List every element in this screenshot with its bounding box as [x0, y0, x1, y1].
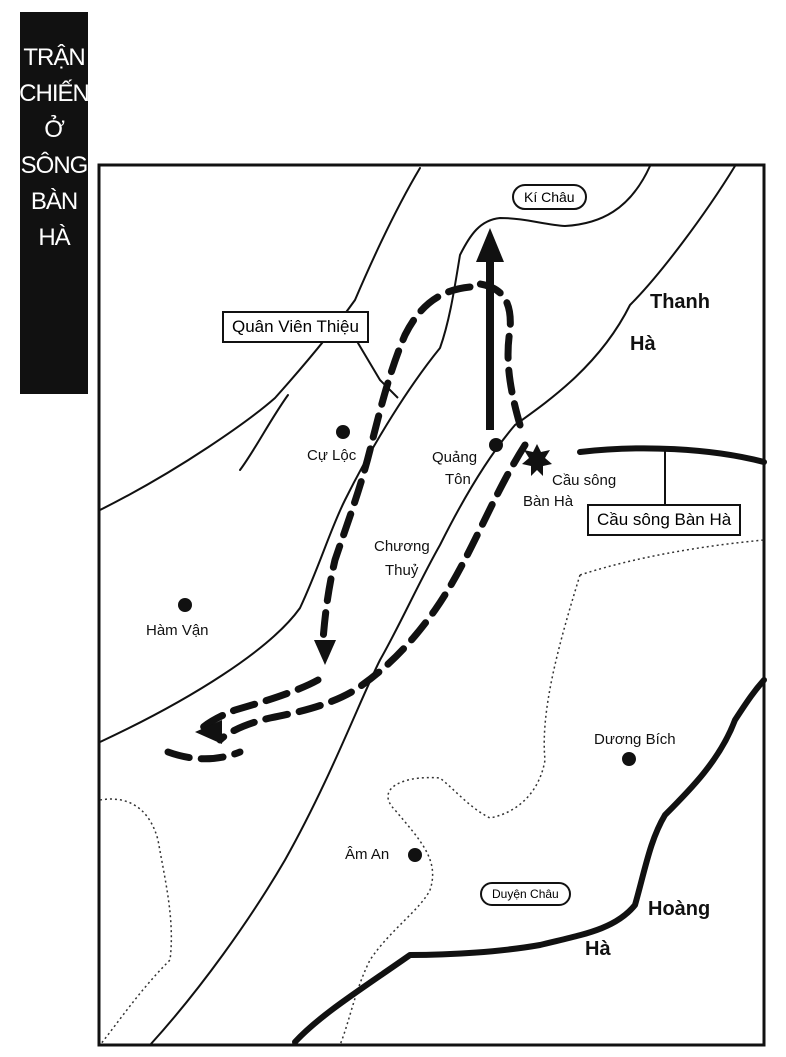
label-ha-north: Hà — [630, 333, 656, 355]
label-am-an: Âm An — [345, 846, 389, 863]
boundary-line — [99, 165, 651, 743]
province-border — [99, 798, 173, 1046]
city-marker — [336, 425, 350, 439]
label-ki-chau: Kí Châu — [512, 184, 587, 210]
hoang-ha-river — [292, 677, 767, 1045]
label-ha-south: Hà — [585, 938, 611, 960]
label-ham-van: Hàm Vận — [146, 622, 209, 639]
callout-quan-vien-thieu: Quân Viên Thiệu — [222, 311, 369, 343]
ban-ha-bridge-road — [577, 445, 767, 465]
city-marker — [622, 752, 636, 766]
label-thanh: Thanh — [650, 291, 710, 313]
label-hoang: Hoàng — [648, 898, 710, 920]
label-duong-bich: Dương Bích — [594, 731, 676, 748]
map-frame — [97, 163, 766, 1047]
label-chuong-thuy: Chương — [374, 538, 430, 555]
army-route-dashed — [196, 676, 322, 734]
callout-line — [354, 337, 399, 399]
province-border — [579, 539, 765, 576]
boundary-line — [239, 394, 289, 471]
label-cau-song: Cầu sông — [552, 472, 616, 489]
army-route-dashed — [216, 441, 529, 744]
label-quang-ton: Quảng — [432, 449, 477, 466]
arrowhead-icon — [314, 640, 336, 665]
boundary-line — [99, 167, 421, 511]
title-banner: TRẬN CHIẾN Ở SÔNG BÀN HÀ — [19, 12, 90, 394]
label-duyen-chau: Duyện Châu — [480, 882, 571, 906]
battle-star-icon — [522, 444, 552, 476]
title-line: HÀ — [38, 224, 70, 251]
army-route-dashed — [476, 280, 524, 429]
boundary-line — [149, 165, 736, 1046]
arrowhead-icon — [195, 720, 222, 744]
title-line: TRẬN — [23, 44, 85, 71]
label-cu-loc: Cự Lộc — [307, 447, 357, 464]
callout-cau-song-ban-ha: Cầu sông Bàn Hà — [587, 504, 742, 536]
label-quang-ton: Tôn — [445, 471, 471, 488]
province-border — [339, 574, 581, 1046]
army-route-dashed — [164, 748, 244, 763]
arrowhead-icon — [476, 228, 504, 262]
title-line: Ở — [44, 116, 65, 143]
label-chuong-thuy: Thuỷ — [385, 562, 419, 579]
city-marker — [408, 848, 422, 862]
title-line: BÀN — [30, 188, 78, 215]
title-line: SÔNG — [20, 152, 89, 179]
army-route-dashed — [319, 283, 474, 644]
title-line: CHIẾN — [19, 80, 90, 107]
city-marker — [489, 438, 503, 452]
label-cau-song: Bàn Hà — [523, 493, 574, 510]
city-marker — [178, 598, 192, 612]
